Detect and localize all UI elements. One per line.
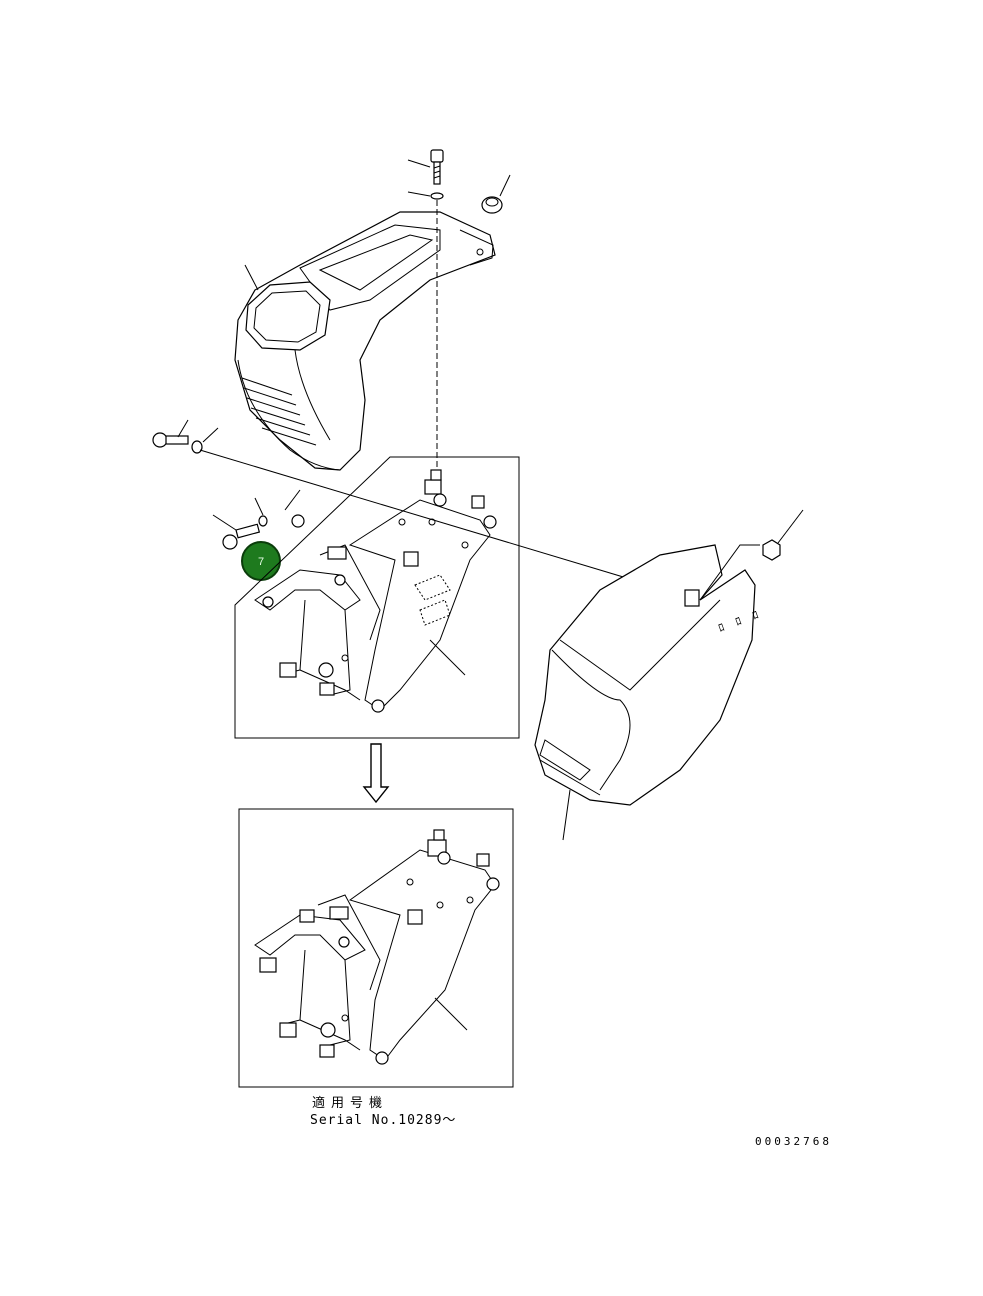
applicable-serial-japanese: 適用号機 — [312, 1095, 388, 1111]
applicable-serial-english: Serial No.10289～ — [310, 1113, 456, 1128]
callout-badge[interactable]: 7 — [241, 541, 281, 581]
down-arrow — [362, 743, 390, 804]
drawing-number: 00032768 — [755, 1135, 832, 1148]
upper-cover-part — [234, 211, 496, 471]
frame-detail-box-top — [234, 456, 520, 739]
frame-detail-box-bottom — [238, 808, 514, 1088]
callout-badge-label: 7 — [258, 556, 264, 568]
top-bolt-group — [407, 149, 511, 470]
side-bolt-group — [152, 419, 701, 601]
side-cover-part: ﾛ ﾛ ﾛ — [534, 509, 804, 841]
